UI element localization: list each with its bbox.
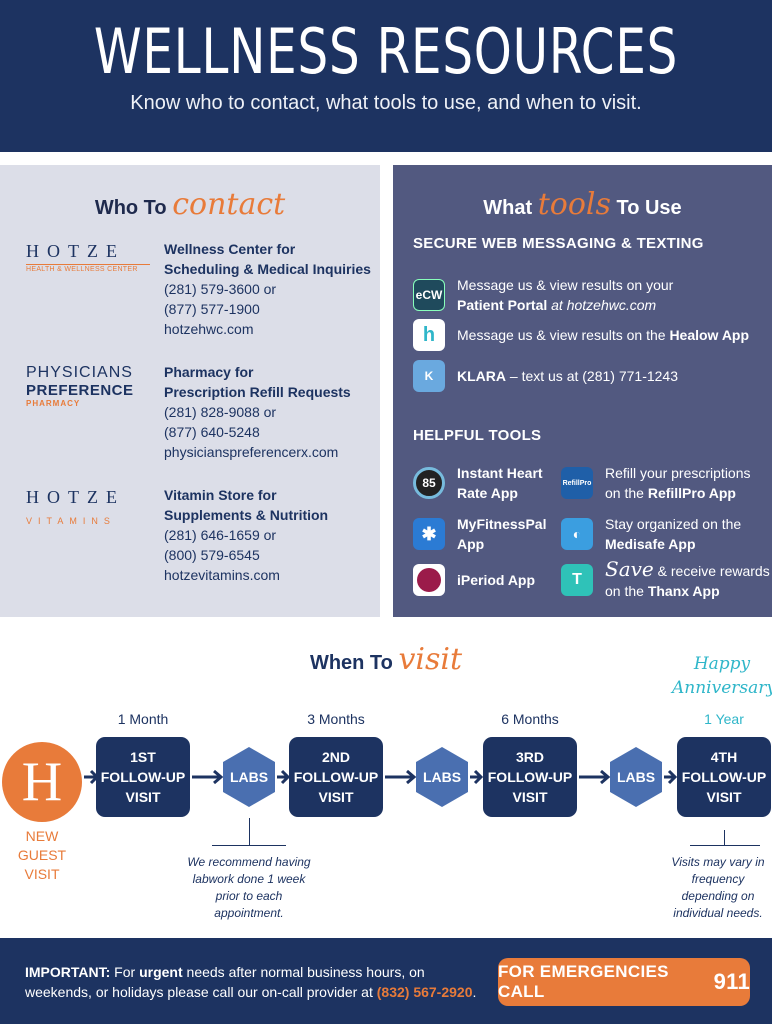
important-notice: IMPORTANT: For urgent needs after normal… — [25, 964, 477, 1000]
hotze-vitamins-logo: HOTZE VITAMINS — [26, 487, 125, 526]
arrow-right-icon — [385, 769, 417, 785]
labs-note: We recommend having labwork done 1 week … — [187, 855, 311, 920]
arrow-right-icon — [192, 769, 224, 785]
period-label: 6 Months — [501, 711, 559, 727]
contact-vitamins-details: Vitamin Store for Supplements & Nutritio… — [164, 487, 329, 583]
period-label: 3 Months — [307, 711, 365, 727]
healow-icon: h — [413, 319, 445, 351]
svg-text:LABS: LABS — [423, 769, 461, 785]
phone-link[interactable]: (877) 577-1900 — [164, 301, 260, 317]
physicians-preference-logo: PHYSICIANS PREFERENCE PHARMACY — [26, 364, 134, 408]
website-link[interactable]: hotzevitamins.com — [164, 567, 280, 583]
secure-messaging-heading: SECURE WEB MESSAGING & TEXTING — [413, 235, 704, 252]
heart-rate-icon: 85 — [413, 467, 445, 499]
contact-wellness-details: Wellness Center for Scheduling & Medical… — [164, 241, 371, 337]
visits-note: Visits may vary in frequency depending o… — [671, 855, 765, 920]
arrow-right-icon — [277, 769, 291, 785]
header-banner: WELLNESS RESOURCES Know who to contact, … — [0, 0, 772, 152]
klara-icon: K — [413, 360, 445, 392]
contact-title: Who To contact — [94, 187, 286, 222]
tools-panel: What tools To Use SECURE WEB MESSAGING &… — [393, 165, 772, 617]
arrow-right-icon — [579, 769, 611, 785]
tools-title: What tools To Use — [483, 187, 682, 222]
healow-app-item[interactable]: h Message us & view results on the Healo… — [413, 319, 749, 351]
helpful-tools-heading: HELPFUL TOOLS — [413, 427, 542, 444]
labs-hexagon: LABS — [223, 747, 275, 807]
pill-icon: ◐ — [561, 518, 593, 550]
svg-text:LABS: LABS — [617, 769, 655, 785]
contact-pharmacy-details: Pharmacy for Prescription Refill Request… — [164, 364, 351, 460]
patient-portal-item[interactable]: eCW Message us & view results on your Pa… — [413, 275, 673, 315]
page-title: WELLNESS RESOURCES — [93, 15, 679, 88]
phone-link[interactable]: (281) 579-3600 or — [164, 281, 277, 297]
iperiod-item[interactable]: iPeriod App — [413, 564, 535, 596]
on-call-phone-link[interactable]: (832) 567-2920 — [376, 984, 473, 1000]
website-link[interactable]: physicianspreferencerx.com — [164, 444, 339, 460]
klara-item[interactable]: K KLARA – text us at (281) 771-1243 — [413, 360, 678, 392]
new-guest-label: NEW GUEST VISIT — [17, 828, 67, 882]
hotze-h-logo: H — [2, 742, 82, 822]
visit-title: When To visit — [309, 642, 463, 677]
footer-banner: IMPORTANT: For urgent needs after normal… — [0, 938, 772, 1024]
phone-link[interactable]: (800) 579-6545 — [164, 547, 260, 563]
thanx-icon: T — [561, 564, 593, 596]
phone-link[interactable]: (877) 640-5248 — [164, 424, 260, 440]
contact-panel: Who To contact HOTZE HEALTH & WELLNESS C… — [0, 165, 380, 617]
page-subtitle: Know who to contact, what tools to use, … — [130, 92, 642, 115]
hotze-health-logo: HOTZE HEALTH & WELLNESS CENTER — [26, 241, 150, 273]
arrow-right-icon — [664, 769, 678, 785]
refillpro-icon: RefillPro — [561, 467, 593, 499]
happy-anniversary-text: Happy Anniversary! — [672, 654, 772, 698]
iperiod-icon — [413, 564, 445, 596]
website-link[interactable]: hotzehwc.com — [164, 321, 254, 337]
ecw-icon: eCW — [413, 279, 445, 311]
arrow-right-icon — [470, 769, 484, 785]
svg-text:LABS: LABS — [230, 769, 268, 785]
labs-hexagon: LABS — [416, 747, 468, 807]
phone-link[interactable]: (281) 646-1659 or — [164, 527, 277, 543]
period-label: 1 Month — [117, 711, 169, 727]
phone-link[interactable]: (281) 828-9088 or — [164, 404, 277, 420]
period-label: 1 Year — [704, 711, 744, 727]
fitness-figure-icon: ✱ — [413, 518, 445, 550]
labs-hexagon: LABS — [610, 747, 662, 807]
